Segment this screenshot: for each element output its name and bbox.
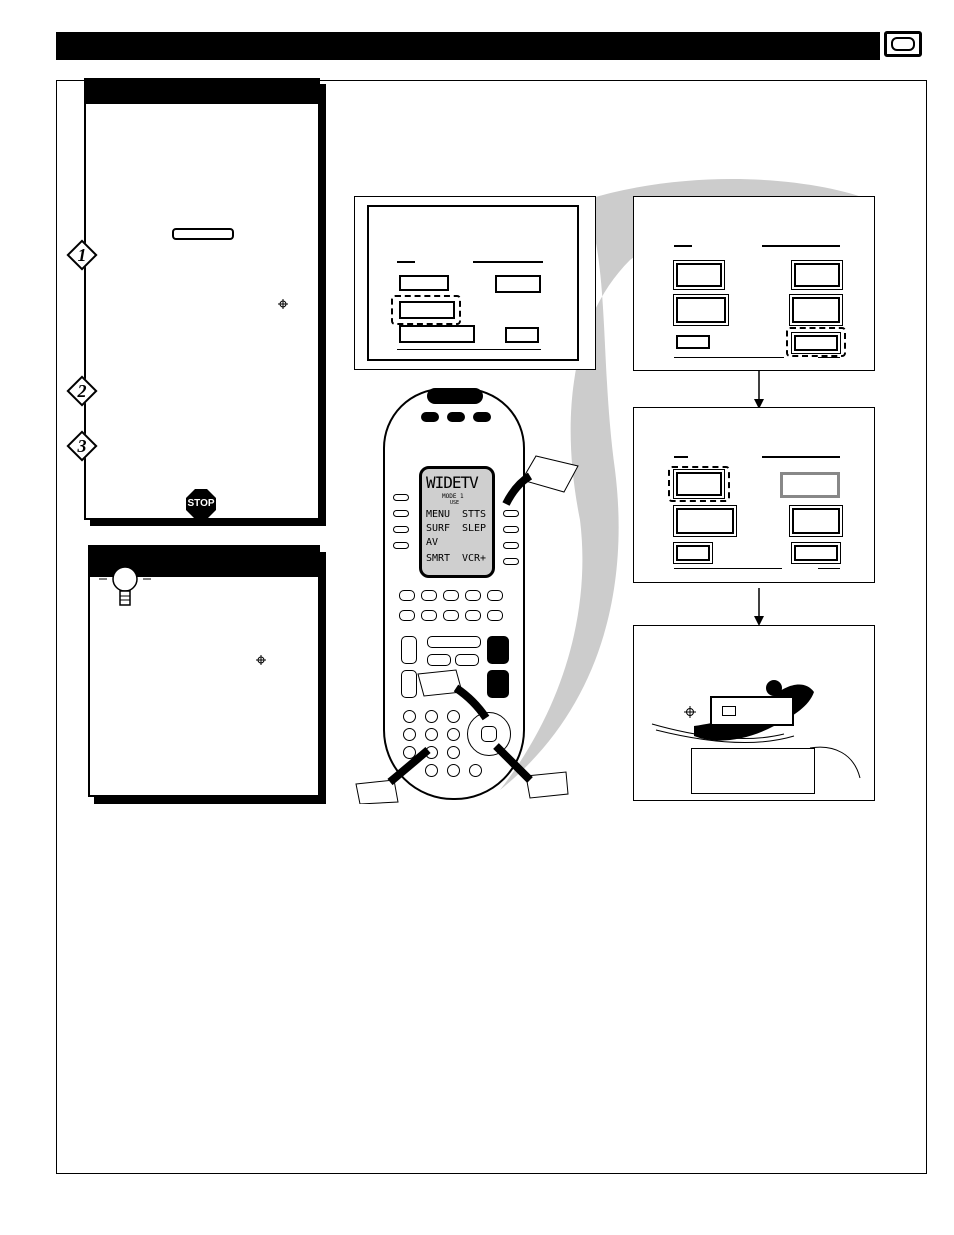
number-button[interactable] <box>447 728 460 741</box>
menu-option <box>791 542 841 564</box>
steps-panel: STOP <box>84 78 320 520</box>
hand-pointer-icon <box>355 746 431 804</box>
channel-down-button[interactable] <box>401 670 417 698</box>
menu-option-highlighted <box>791 332 841 354</box>
volume-down-button[interactable] <box>487 670 509 698</box>
crosshair-icon <box>684 706 696 718</box>
menu-option <box>789 294 843 326</box>
lcd-vcr-plus[interactable]: VCR+ <box>462 553 487 564</box>
stop-button[interactable] <box>455 654 479 666</box>
tv-icon <box>884 31 922 57</box>
stop-sign: STOP <box>186 489 216 519</box>
lcd-surf[interactable]: SURF <box>426 523 451 534</box>
lcd-smrt[interactable]: SMRT <box>426 553 451 564</box>
soft-key-right[interactable] <box>503 510 519 517</box>
number-button[interactable] <box>447 710 460 723</box>
menu-option <box>673 294 729 326</box>
hand-pointer-icon <box>417 669 490 721</box>
crosshair-icon <box>256 655 266 665</box>
header-bar <box>56 32 880 60</box>
rewind-button[interactable] <box>427 654 451 666</box>
picture-screen <box>633 625 875 801</box>
tip-panel <box>88 545 320 797</box>
menu-screen-1-inner <box>367 205 579 361</box>
lcd-slep[interactable]: SLEP <box>462 523 487 534</box>
menu-screen-2 <box>633 196 875 371</box>
lcd-mode: MODE 1 <box>442 493 464 500</box>
number-button[interactable] <box>447 746 460 759</box>
soft-key-left[interactable] <box>393 494 409 501</box>
menu-screen-1 <box>354 196 596 370</box>
channel-up-button[interactable] <box>401 636 417 664</box>
crosshair-icon <box>278 299 288 309</box>
menu-option <box>495 275 541 293</box>
remote-control: WIDETV MODE 1 USE MENU STTS SURF SLEP AV… <box>383 388 525 800</box>
menu-option <box>673 260 725 290</box>
menu-option <box>673 542 713 564</box>
arrow-down-icon <box>754 588 764 626</box>
soft-key-left[interactable] <box>393 542 409 549</box>
arrow-down-icon <box>754 371 764 409</box>
number-button[interactable] <box>403 710 416 723</box>
menu-option-highlighted <box>399 301 455 319</box>
overlay-menu <box>710 696 794 726</box>
lcd-sub: USE <box>450 500 460 506</box>
number-button[interactable] <box>469 764 482 777</box>
volume-up-button[interactable] <box>487 636 509 664</box>
steps-panel-header <box>86 80 318 104</box>
menu-option <box>505 327 539 343</box>
page-frame <box>56 80 927 1174</box>
soft-key-right[interactable] <box>503 558 519 565</box>
lightbulb-icon <box>99 551 151 606</box>
number-button[interactable] <box>425 728 438 741</box>
hand-pointer-icon <box>493 743 569 799</box>
soft-key-right[interactable] <box>503 526 519 533</box>
lcd-stts[interactable]: STTS <box>462 509 487 520</box>
lcd-title: WIDETV <box>426 473 479 492</box>
remote-lcd: WIDETV MODE 1 USE MENU STTS SURF SLEP AV… <box>419 466 495 578</box>
soft-key-left[interactable] <box>393 526 409 533</box>
caption-box <box>691 748 815 794</box>
number-button[interactable] <box>447 764 460 777</box>
menu-option-highlighted <box>673 469 725 499</box>
lcd-menu[interactable]: MENU <box>426 509 451 520</box>
soft-key-left[interactable] <box>393 510 409 517</box>
menu-option-dimmed <box>780 472 840 498</box>
menu-screen-3 <box>633 407 875 583</box>
ok-button[interactable] <box>481 726 497 742</box>
menu-option <box>791 260 843 290</box>
lcd-av[interactable]: AV <box>426 537 439 548</box>
hand-pointer-icon <box>502 455 579 506</box>
number-button[interactable] <box>403 746 416 759</box>
menu-option <box>399 275 449 291</box>
menu-option <box>399 325 475 343</box>
menu-option <box>789 505 843 537</box>
number-button[interactable] <box>403 728 416 741</box>
menu-button-graphic <box>172 228 234 240</box>
menu-option <box>673 505 737 537</box>
number-button[interactable] <box>425 710 438 723</box>
soft-key-right[interactable] <box>503 542 519 549</box>
number-button[interactable] <box>425 764 438 777</box>
play-button[interactable] <box>427 636 481 648</box>
menu-option <box>676 335 710 349</box>
remote-top-cap <box>427 388 483 404</box>
